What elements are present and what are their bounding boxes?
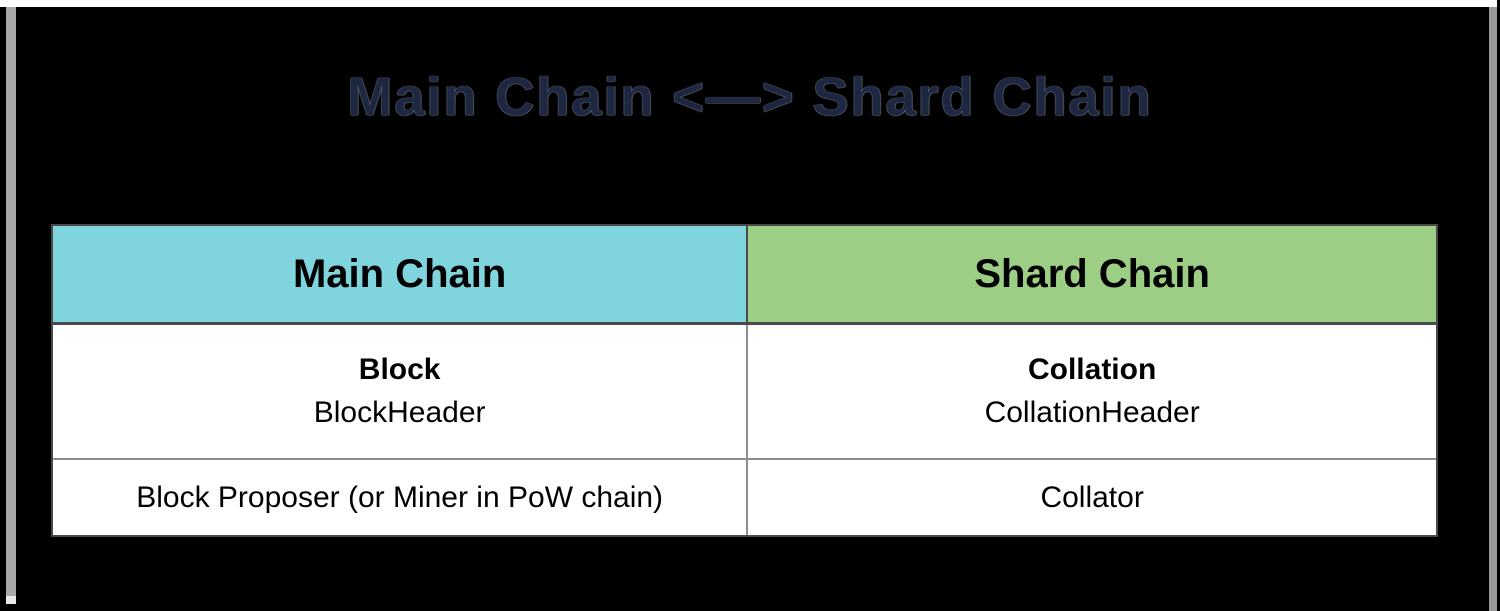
shard-role-label: Collator <box>1040 480 1144 514</box>
main-structure-primary: Block <box>358 352 441 386</box>
comparison-table-container: Main Chain Shard Chain Block BlockHeader… <box>51 224 1438 537</box>
table-row: Block Proposer (or Miner in PoW chain) C… <box>53 459 1436 535</box>
top-edge-strip <box>0 0 1500 7</box>
table-body: Block BlockHeader Collation CollationHea… <box>53 323 1436 535</box>
right-edge-strip <box>1497 0 1500 611</box>
cell-main-structure: Block BlockHeader <box>53 323 749 460</box>
shard-structure-primary: Collation <box>1027 352 1157 386</box>
main-role-label: Block Proposer (or Miner in PoW chain) <box>136 480 664 514</box>
shard-structure-secondary: CollationHeader <box>984 395 1200 429</box>
slide-title: Main Chain <—> Shard Chain <box>347 67 1153 127</box>
left-scrollbar[interactable] <box>6 7 16 603</box>
right-scrollbar[interactable] <box>1489 7 1497 611</box>
table-header-row: Main Chain Shard Chain <box>53 226 1436 325</box>
cell-shard-role: Collator <box>747 459 1436 535</box>
comparison-table: Main Chain Shard Chain Block BlockHeader… <box>53 226 1436 535</box>
cell-shard-structure: Collation CollationHeader <box>747 323 1436 460</box>
main-structure-secondary: BlockHeader <box>313 395 486 429</box>
table-header: Main Chain Shard Chain <box>53 226 1436 325</box>
table-row: Block BlockHeader Collation CollationHea… <box>53 323 1436 460</box>
cell-main-role: Block Proposer (or Miner in PoW chain) <box>53 459 749 535</box>
left-scrollbar-end-cap <box>6 596 16 604</box>
column-header-main-chain: Main Chain <box>53 226 749 325</box>
column-header-shard-chain: Shard Chain <box>747 226 1436 325</box>
